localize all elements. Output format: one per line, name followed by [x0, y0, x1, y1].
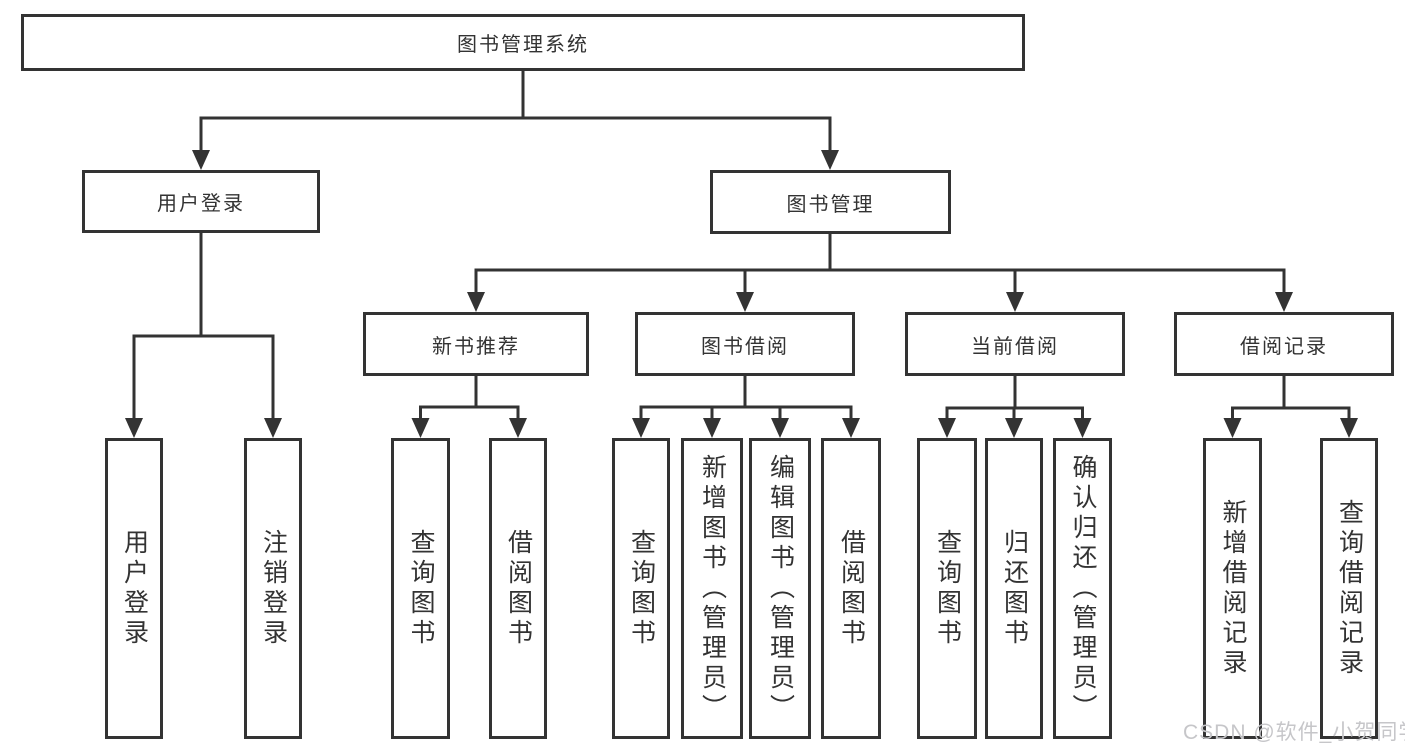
connector-root-to-level2 [199, 71, 832, 153]
node-user-login: 用户登录 [82, 170, 320, 233]
leaf-return-books-label: 归还图书 [1000, 528, 1029, 649]
leaf-add-books-admin: 新增图书（管理员） [681, 438, 743, 739]
node-borrow-records: 借阅记录 [1174, 312, 1394, 376]
leaf-add-borrow-record: 新增借阅记录 [1203, 438, 1262, 739]
leaf-query-borrow-record: 查询借阅记录 [1320, 438, 1378, 739]
leaf-recommend-query-books-label: 查询图书 [407, 528, 435, 649]
leaf-recommend-borrow-books-label: 借阅图书 [504, 528, 533, 649]
leaf-current-query-books-label: 查询图书 [933, 528, 962, 649]
leaf-confirm-return-admin: 确认归还（管理员） [1053, 438, 1112, 739]
leaf-borrow-borrow-books-label: 借阅图书 [837, 528, 866, 649]
node-book-management: 图书管理 [710, 170, 951, 234]
leaf-recommend-query-books: 查询图书 [391, 438, 450, 739]
leaf-borrow-query-books-label: 查询图书 [627, 528, 656, 649]
leaf-user-login: 用户登录 [105, 438, 163, 739]
connector-book-management-to-level3 [474, 234, 1286, 295]
leaf-add-borrow-record-label: 新增借阅记录 [1219, 498, 1247, 679]
leaf-logout-label: 注销登录 [259, 528, 288, 649]
leaf-recommend-borrow-books: 借阅图书 [489, 438, 547, 739]
node-current-borrow: 当前借阅 [905, 312, 1125, 376]
leaf-borrow-query-books: 查询图书 [612, 438, 670, 739]
node-book-borrow: 图书借阅 [635, 312, 855, 376]
connector-user-login-to-leaves [132, 233, 275, 421]
leaf-confirm-return-admin-label: 确认归还（管理员） [1069, 453, 1097, 724]
leaf-current-query-books: 查询图书 [917, 438, 977, 739]
connector-book-borrow-to-leaves [639, 376, 853, 421]
leaf-user-login-label: 用户登录 [120, 528, 149, 649]
arrowheads [125, 150, 1358, 438]
connector-current-borrow-to-leaves [945, 376, 1084, 421]
leaf-edit-books-admin: 编辑图书（管理员） [749, 438, 811, 739]
leaf-borrow-borrow-books: 借阅图书 [821, 438, 881, 739]
connector-borrow-records-to-leaves [1231, 376, 1351, 421]
node-new-book-recommend: 新书推荐 [363, 312, 589, 376]
connector-new-book-recommend-to-leaves [419, 376, 520, 421]
leaf-query-borrow-record-label: 查询借阅记录 [1335, 498, 1364, 679]
node-root-system: 图书管理系统 [21, 14, 1025, 71]
leaf-edit-books-admin-label: 编辑图书（管理员） [766, 453, 795, 724]
leaf-logout: 注销登录 [244, 438, 302, 739]
leaf-return-books: 归还图书 [985, 438, 1043, 739]
csdn-watermark: CSDN @软件_小贺同学 [1183, 721, 1405, 744]
leaf-add-books-admin-label: 新增图书（管理员） [698, 453, 727, 724]
